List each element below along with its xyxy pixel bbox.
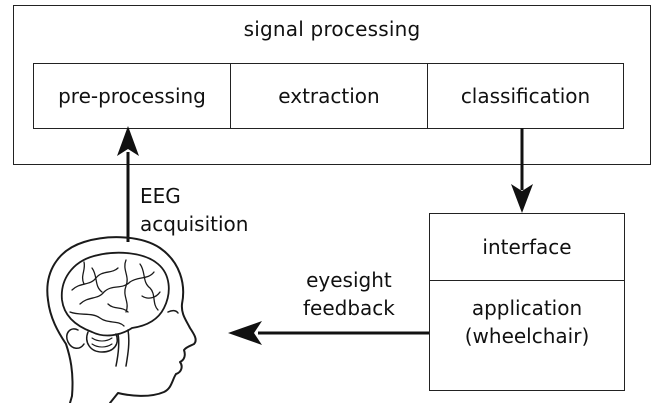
eyesight-feedback-arrow [228,321,429,345]
interface-application-box: interface application (wheelchair) [429,213,625,391]
stage-classification: classification [427,64,623,128]
eeg-line-2: acquisition [140,212,249,236]
stage-extraction: extraction [230,64,427,128]
feedback-line-1: eyesight [306,268,392,292]
eyesight-feedback-label: eyesight feedback [303,266,395,322]
interface-label: interface [430,214,624,281]
application-line-1: application [471,296,583,320]
human-head-brain-icon [46,236,197,403]
signal-processing-title: signal processing [243,17,421,41]
feedback-line-2: feedback [303,296,395,320]
eeg-line-1: EEG [140,184,181,208]
application-label: application (wheelchair) [430,294,624,350]
processing-stages-row: pre-processing extraction classification [33,63,624,129]
eeg-acquisition-label: EEG acquisition [140,182,248,238]
application-line-2: (wheelchair) [464,324,590,348]
stage-pre-processing: pre-processing [58,84,206,108]
